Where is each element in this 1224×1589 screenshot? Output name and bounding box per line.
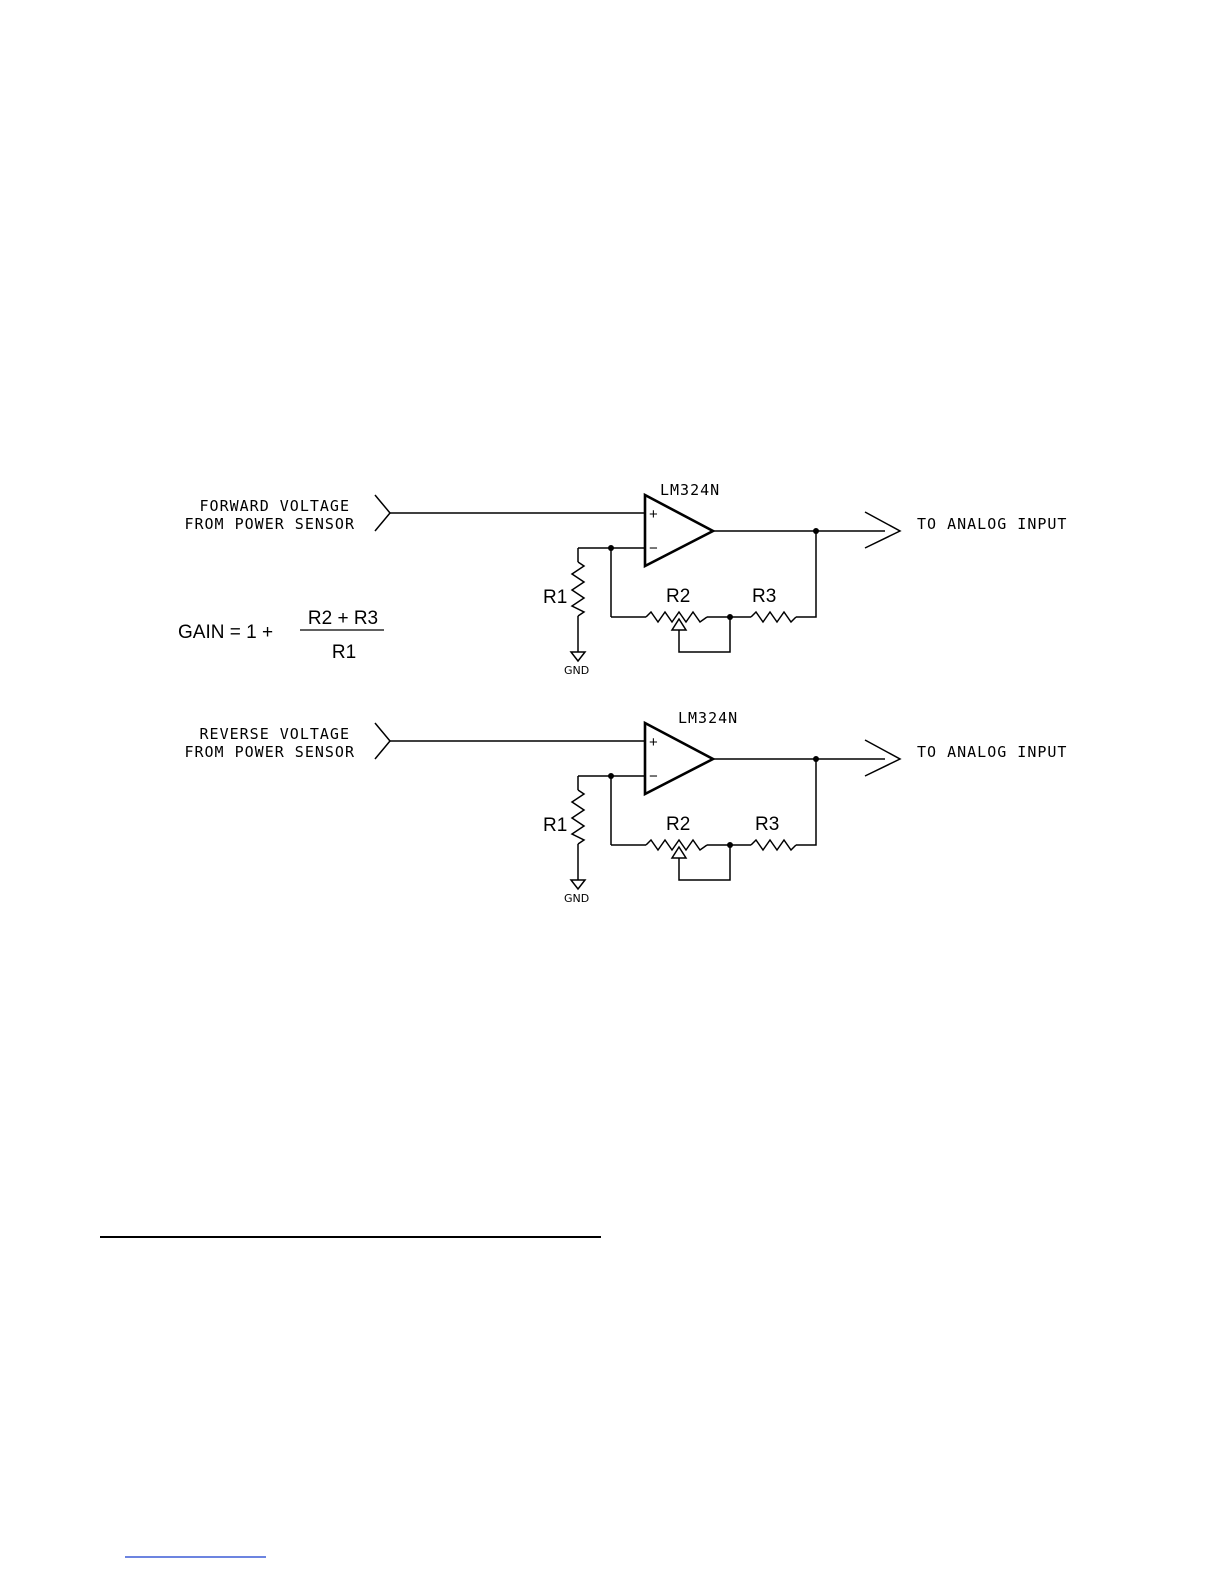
opamp-part-label: LM324N (660, 481, 720, 499)
output-connector-symbol (865, 512, 900, 548)
opamp-part-label: LM324N (678, 709, 738, 727)
input-label-line1: REVERSE VOLTAGE (200, 725, 350, 743)
feedback-right-wire (796, 759, 816, 845)
output-label: TO ANALOG INPUT (917, 515, 1067, 533)
r3-resistor (751, 840, 796, 850)
ground-label: GND (564, 664, 589, 677)
circuit-forward: FORWARD VOLTAGE FROM POWER SENSOR + − LM… (184, 481, 1067, 677)
gain-formula-denominator: R1 (332, 642, 356, 663)
r2-wiper-arrow (672, 847, 686, 858)
opamp-plus-label: + (649, 506, 658, 523)
r2-label: R2 (666, 586, 690, 607)
output-label: TO ANALOG INPUT (917, 743, 1067, 761)
r2-wiper-arrow (672, 619, 686, 630)
opamp-minus-label: − (649, 540, 658, 557)
r3-resistor (751, 612, 796, 622)
input-label-line2: FROM POWER SENSOR (184, 743, 355, 761)
ground-symbol (571, 652, 585, 661)
r3-label: R3 (752, 586, 776, 607)
r1-resistor (572, 790, 584, 844)
feedback-right-wire (796, 531, 816, 617)
r2-potentiometer (646, 840, 707, 850)
circuit-reverse: REVERSE VOLTAGE FROM POWER SENSOR + − LM… (184, 709, 1067, 905)
r3-label: R3 (755, 814, 779, 835)
r2-label: R2 (666, 814, 690, 835)
input-label-line2: FROM POWER SENSOR (184, 515, 355, 533)
input-connector-symbol (375, 495, 390, 531)
opamp-minus-label: − (649, 768, 658, 785)
r1-label: R1 (543, 587, 567, 608)
gain-formula-lhs: GAIN = 1 + (178, 622, 273, 643)
gain-formula-numerator: R2 + R3 (308, 608, 378, 629)
input-label-line1: FORWARD VOLTAGE (200, 497, 350, 515)
output-connector-symbol (865, 740, 900, 776)
input-connector-symbol (375, 723, 390, 759)
ground-symbol (571, 880, 585, 889)
ground-label: GND (564, 892, 589, 905)
r1-resistor (572, 562, 584, 616)
opamp-plus-label: + (649, 734, 658, 751)
r2-potentiometer (646, 612, 707, 622)
r1-label: R1 (543, 815, 567, 836)
gain-formula: GAIN = 1 + R2 + R3 R1 (178, 608, 384, 663)
